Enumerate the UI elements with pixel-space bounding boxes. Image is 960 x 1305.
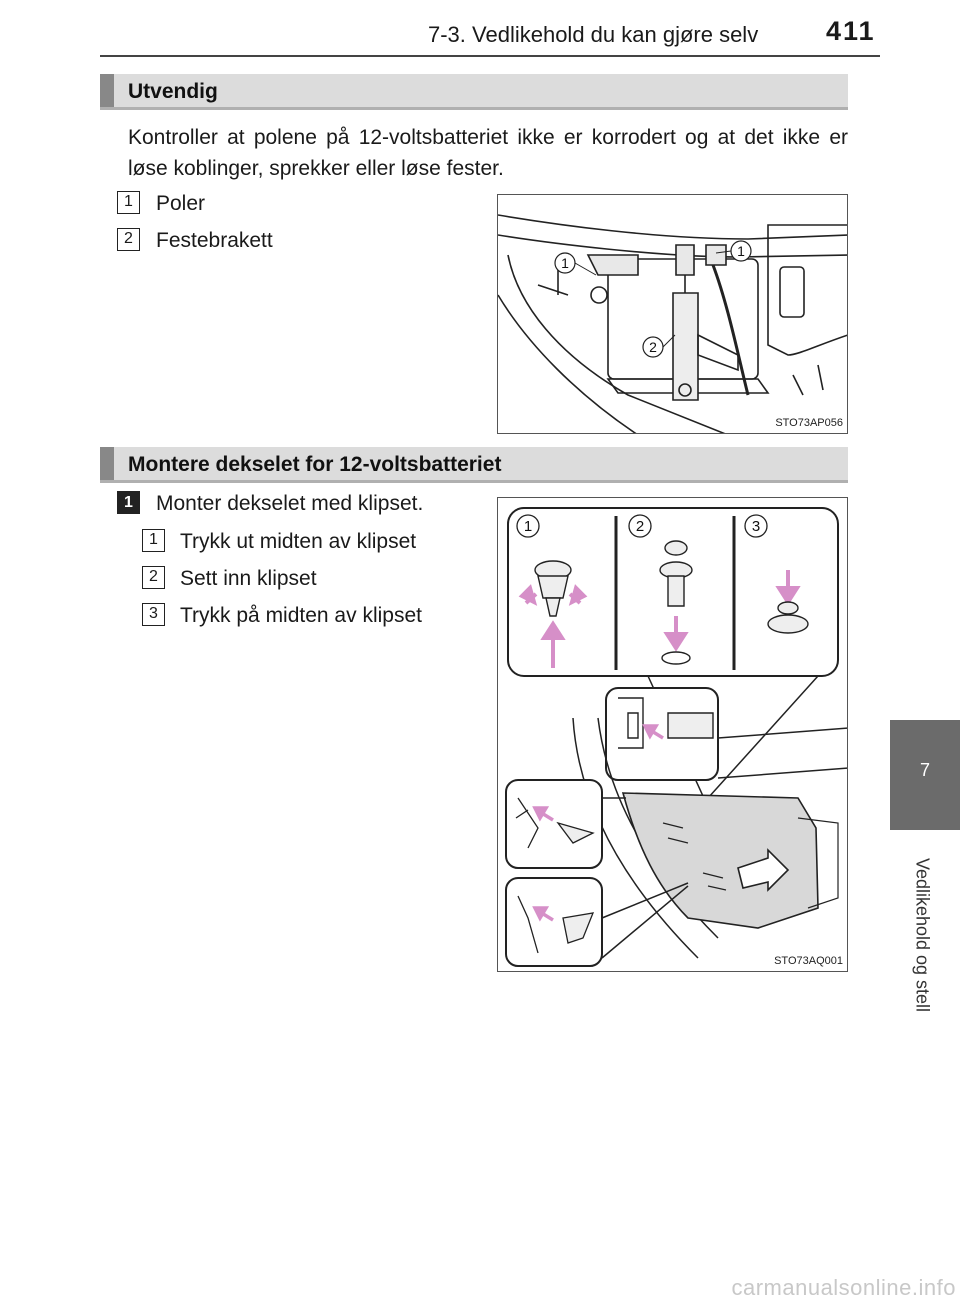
cover-clip-illustration: 1 2 3	[505, 507, 847, 967]
section-heading-bar	[100, 74, 114, 107]
callout-label: 3	[752, 518, 760, 535]
chapter-number: 7	[919, 760, 930, 780]
section-heading-cover: Montere dekselet for 12-voltsbatteriet	[100, 447, 848, 483]
substep-label: Trykk på midten av klipset	[180, 604, 422, 627]
figure-code: STO73AQ001	[774, 955, 843, 967]
step-number-box: 1	[117, 491, 140, 514]
callout-label: 1	[524, 518, 532, 535]
substep-label: Sett inn klipset	[180, 567, 317, 590]
callout-label: 1	[561, 255, 569, 271]
section-heading-exterior: Utvendig	[100, 74, 848, 110]
item-number-box: 2	[117, 228, 140, 251]
figure-code: STO73AP056	[775, 417, 843, 429]
section-heading-bar	[100, 447, 114, 480]
battery-figure: 1 1 2 STO73AP056	[497, 194, 848, 434]
chapter-tab: 7	[890, 720, 960, 830]
running-header-section: 7-3. Vedlikehold du kan gjøre selv	[428, 22, 759, 47]
chapter-label: Vedlikehold og stell	[912, 857, 933, 1013]
page-number: 411	[826, 16, 876, 46]
item-label-bracket: Festebrakett	[156, 229, 273, 252]
substep-label: Trykk ut midten av klipset	[180, 530, 417, 553]
item-label-terminals: Poler	[156, 192, 206, 215]
watermark: carmanualsonline.info	[731, 1275, 956, 1300]
item-number-box: 1	[117, 191, 140, 214]
substep-number-box: 3	[142, 603, 165, 626]
callout-label: 2	[636, 518, 644, 535]
step-label: Monter dekselet med klipset.	[156, 492, 424, 515]
callout-label: 2	[649, 339, 657, 355]
section-heading-text: Utvendig	[128, 80, 218, 103]
battery-illustration: 1 1 2	[498, 214, 847, 433]
substep-number-box: 1	[142, 529, 165, 552]
section-heading-text: Montere dekselet for 12-voltsbatteriet	[128, 453, 502, 476]
callout-label: 1	[737, 243, 745, 259]
exterior-paragraph: Kontroller at polene på 12-voltsbatterie…	[128, 126, 848, 180]
header-rule	[100, 55, 880, 57]
cover-clip-figure: 1 2 3	[497, 497, 848, 972]
substep-number-box: 2	[142, 566, 165, 589]
chapter-label-strip	[890, 830, 960, 1040]
